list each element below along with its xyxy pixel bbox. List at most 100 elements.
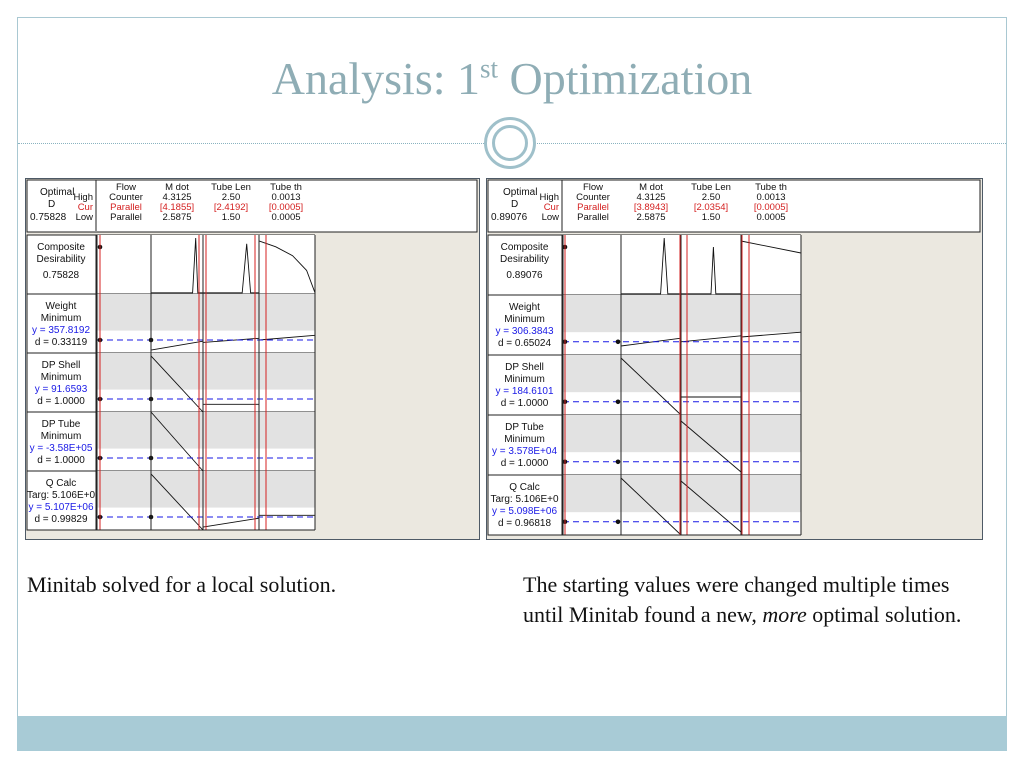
caption-right: The starting values were changed multipl… [523,572,962,627]
response-name: Q Calc [509,482,540,493]
response-curve [740,240,802,254]
response-curve [258,334,316,341]
title-divider-right [537,143,1006,144]
factor-cur: [2.0354] [694,202,728,213]
response-row-lower-band [563,392,801,415]
d-label: D [48,199,55,210]
current-value-dot [615,519,621,525]
factor-high: 2.50 [702,192,721,203]
response-row-lower-band [563,452,801,475]
factor-name: M dot [165,182,189,193]
factor-name: Tube Len [211,182,251,193]
header-box [26,179,478,233]
factor-low: 2.5875 [162,212,191,223]
response-name: DP Shell [42,360,81,371]
factor-low: 1.50 [702,212,721,223]
response-d: d = 1.0000 [501,398,549,409]
factor-high: Counter [109,192,143,203]
response-y: 0.75828 [43,270,80,281]
row-label-low: Low [542,212,560,223]
row-label-high: High [73,192,93,203]
factor-low: Parallel [110,212,142,223]
factor-name: Flow [583,182,603,193]
factor-low: 1.50 [222,212,241,223]
header-box [487,179,981,233]
optimization-plot-1-svg: OptimalD0.75828HighCurLowFlowCounterPara… [26,179,478,531]
response-d: d = 0.33119 [35,337,88,348]
optimal-label: Optimal [40,187,74,198]
response-y: y = 3.578E+04 [492,446,557,457]
response-curve [680,480,742,533]
response-curve [202,517,260,528]
response-name: Q Calc [46,478,77,489]
response-goal: Minimum [504,314,545,325]
row-label-cur: Cur [544,202,559,213]
factor-low: 0.0005 [271,212,300,223]
response-y: y = 5.107E+06 [28,502,93,513]
factor-low: Parallel [577,212,609,223]
response-name: DP Tube [42,419,81,430]
response-label-column [487,234,563,536]
response-name: DP Tube [505,422,544,433]
response-y: y = -3.58E+05 [30,443,93,454]
response-goal: Minimum [41,431,82,442]
factor-cur: Parallel [577,202,609,213]
response-goal: Desirability [37,254,86,265]
response-curve [150,473,204,531]
response-curve [680,420,742,473]
response-name: Weight [46,301,77,312]
response-y: y = 357.8192 [32,325,91,336]
factor-high: 2.50 [222,192,241,203]
response-name: Composite [501,242,549,253]
response-goal: Targ: 5.106E+0 [27,490,96,501]
response-curve [680,335,742,343]
factor-cur: [2.4192] [214,202,248,213]
response-curve [203,243,259,294]
factor-cur: [0.0005] [269,202,303,213]
response-y: 0.89076 [506,270,543,281]
response-name: Composite [37,242,85,253]
response-row-lower-band [563,512,801,535]
response-curve [620,357,682,416]
current-value-dot [615,339,621,345]
factor-high: 4.3125 [636,192,665,203]
response-goal: Minimum [504,434,545,445]
response-d: d = 1.0000 [37,396,85,407]
response-curve [150,411,204,472]
response-curve [258,240,316,293]
response-curve [151,237,203,294]
response-row-band [563,235,801,295]
response-d: d = 0.96818 [498,518,552,529]
current-value-dot [615,459,621,465]
response-curve [150,340,204,351]
factor-name: M dot [639,182,663,193]
response-curve [681,246,741,295]
factor-low: 2.5875 [636,212,665,223]
optimal-label: Optimal [503,187,537,198]
response-y: y = 5.098E+06 [492,506,557,517]
row-label-high: High [539,192,559,203]
factor-high: 0.0013 [756,192,785,203]
response-goal: Minimum [504,374,545,385]
row-label-cur: Cur [78,202,93,213]
response-d: d = 0.65024 [498,338,552,349]
optimization-plot-2-svg: OptimalD0.89076HighCurLowFlowCounterPara… [487,179,981,536]
factor-cur: [3.8943] [634,202,668,213]
factor-high: Counter [576,192,610,203]
factor-cur: [0.0005] [754,202,788,213]
current-value-dot [615,399,621,405]
title-divider-left [18,143,484,144]
factor-cur: Parallel [110,202,142,213]
response-goal: Desirability [500,254,549,265]
response-goal: Minimum [41,313,82,324]
response-name: DP Shell [505,362,544,373]
response-row-lower-band [563,332,801,355]
response-curve [150,355,204,413]
d-label: D [511,199,518,210]
response-curve [740,331,802,338]
factor-name: Flow [116,182,136,193]
row-label-low: Low [76,212,94,223]
slide-footer-band [17,716,1007,751]
response-d: d = 1.0000 [501,458,549,469]
